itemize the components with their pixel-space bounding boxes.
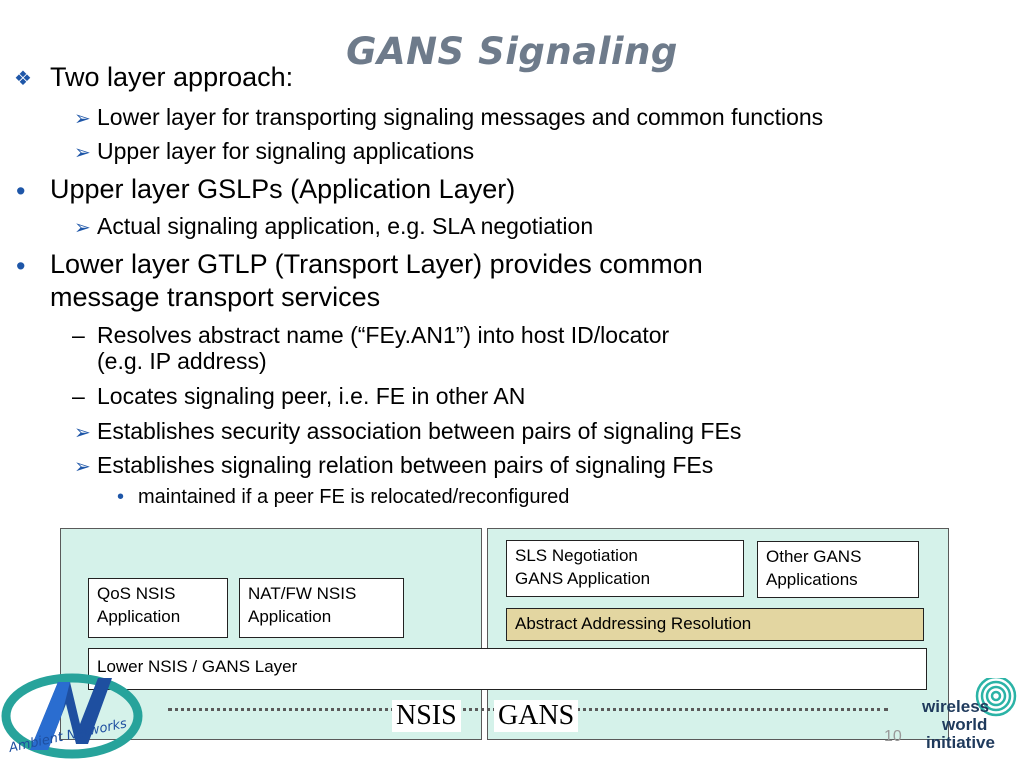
natfw-nsis-box: NAT/FW NSIS Application <box>239 578 404 638</box>
dot-bullet-icon: • <box>16 251 26 281</box>
dot-bullet-icon: • <box>117 486 125 508</box>
page-number: 10 <box>884 728 902 745</box>
arrow-bullet-icon: ➢ <box>74 217 91 239</box>
diamond-bullet-icon: ❖ <box>14 68 32 90</box>
bullet-text: Establishes signaling relation between p… <box>97 452 714 478</box>
box-line: GANS Application <box>515 569 651 588</box>
dot-bullet-icon: • <box>16 176 26 206</box>
bullet-text: Upper layer GSLPs (Application Layer) <box>50 174 516 204</box>
lower-layer-box: Lower NSIS / GANS Layer <box>88 648 927 690</box>
box-line: Application <box>97 607 181 626</box>
slide-title: GANS Signaling <box>346 30 678 73</box>
logo-line: initiative <box>926 733 995 752</box>
bullet-text: Two layer approach: <box>50 62 294 92</box>
bullet-text: maintained if a peer FE is relocated/rec… <box>138 486 570 508</box>
box-line: NAT/FW NSIS <box>248 584 357 603</box>
bullet-text: Locates signaling peer, i.e. FE in other… <box>97 383 526 409</box>
bullet-text: Upper layer for signaling applications <box>97 138 475 164</box>
nsis-label: NSIS <box>392 700 461 732</box>
arrow-bullet-icon: ➢ <box>74 422 91 444</box>
dash-bullet-icon: – <box>72 383 85 409</box>
sls-negotiation-box: SLS Negotiation GANS Application <box>506 540 744 597</box>
arrow-bullet-icon: ➢ <box>74 456 91 478</box>
bullet-text: Actual signaling application, e.g. SLA n… <box>97 213 594 239</box>
abstract-addressing-box: Abstract Addressing Resolution <box>506 608 924 641</box>
dash-bullet-icon: – <box>72 322 85 348</box>
bullet-text: (e.g. IP address) <box>97 348 267 374</box>
bullet-text: Resolves abstract name (“FEy.AN1”) into … <box>97 322 670 348</box>
box-line: Other GANS <box>766 547 862 566</box>
ambient-networks-logo: Ambient Networks <box>1 673 143 759</box>
wireless-world-initiative-logo: wireless world initiative <box>921 678 1017 752</box>
arrow-bullet-icon: ➢ <box>74 108 91 130</box>
box-line: Application <box>248 607 332 626</box>
box-line: SLS Negotiation <box>515 546 638 565</box>
logo-line: world <box>941 715 987 734</box>
bullet-text: Lower layer for transporting signaling m… <box>97 104 824 130</box>
bullet-text: Establishes security association between… <box>97 418 742 444</box>
other-gans-box: Other GANS Applications <box>757 541 919 598</box>
logo-line: wireless <box>921 697 989 716</box>
bullet-text: Lower layer GTLP (Transport Layer) provi… <box>50 249 703 279</box>
arrow-bullet-icon: ➢ <box>74 142 91 164</box>
gans-label: GANS <box>494 700 579 732</box>
qos-nsis-box: QoS NSIS Application <box>88 578 228 638</box>
box-line: Applications <box>766 570 858 589</box>
bullet-text: message transport services <box>50 282 381 312</box>
box-line: QoS NSIS <box>97 584 176 603</box>
